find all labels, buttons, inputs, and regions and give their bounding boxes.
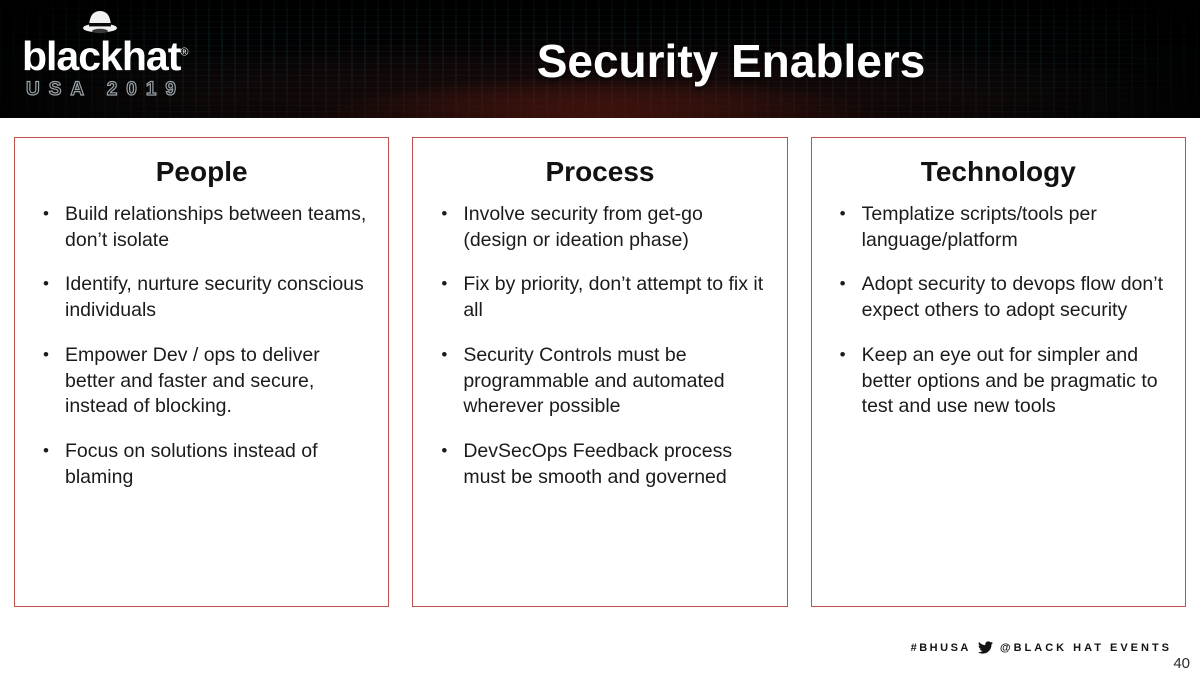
header-banner: blackhat® USA 2019 Security Enablers (0, 0, 1200, 118)
bullet-item: DevSecOps Feedback process must be smoot… (429, 439, 770, 490)
bullet-item: Empower Dev / ops to deliver better and … (31, 343, 372, 420)
people-bullet-list: Build relationships between teams, don’t… (31, 202, 372, 491)
column-technology: Technology Templatize scripts/tools per … (810, 137, 1186, 607)
bullet-item: Security Controls must be programmable a… (429, 343, 770, 420)
footer-handle: @BLACK HAT EVENTS (999, 641, 1172, 654)
footer-social: #BHUSA @BLACK HAT EVENTS (911, 641, 1172, 654)
page-number: 40 (1173, 655, 1190, 672)
bullet-item: Focus on solutions instead of blaming (31, 439, 372, 490)
slide-title: Security Enablers (536, 35, 926, 87)
process-bullet-list: Involve security from get-go (design or … (429, 202, 770, 491)
logo-wordmark: blackhat® (22, 33, 262, 79)
twitter-bird-icon (977, 641, 993, 654)
banner-vignette (0, 0, 1200, 118)
spy-hat-icon (83, 11, 117, 34)
content-columns: People Build relationships between teams… (14, 137, 1186, 607)
logo-wordmark-text: blackhat (22, 33, 181, 79)
bullet-item: Fix by priority, don’t attempt to fix it… (429, 272, 770, 323)
bullet-item: Keep an eye out for simpler and better o… (828, 343, 1169, 420)
column-process: Process Involve security from get-go (de… (412, 137, 788, 607)
bullet-item: Involve security from get-go (design or … (429, 202, 770, 253)
bullet-item: Templatize scripts/tools per language/pl… (828, 202, 1169, 253)
bullet-item: Adopt security to devops flow don’t expe… (828, 272, 1169, 323)
column-people-title: People (155, 156, 248, 187)
bullet-item: Build relationships between teams, don’t… (31, 202, 372, 253)
technology-bullet-list: Templatize scripts/tools per language/pl… (828, 202, 1169, 420)
registered-mark: ® (180, 46, 188, 59)
blackhat-logo: blackhat® USA 2019 (22, 6, 262, 101)
logo-subtitle: USA 2019 (25, 78, 185, 101)
footer-hashtag: #BHUSA (910, 641, 971, 654)
column-process-title: Process (545, 156, 655, 187)
column-technology-title: Technology (920, 156, 1076, 187)
bullet-item: Identify, nurture security conscious ind… (31, 272, 372, 323)
column-people: People Build relationships between teams… (14, 137, 390, 607)
